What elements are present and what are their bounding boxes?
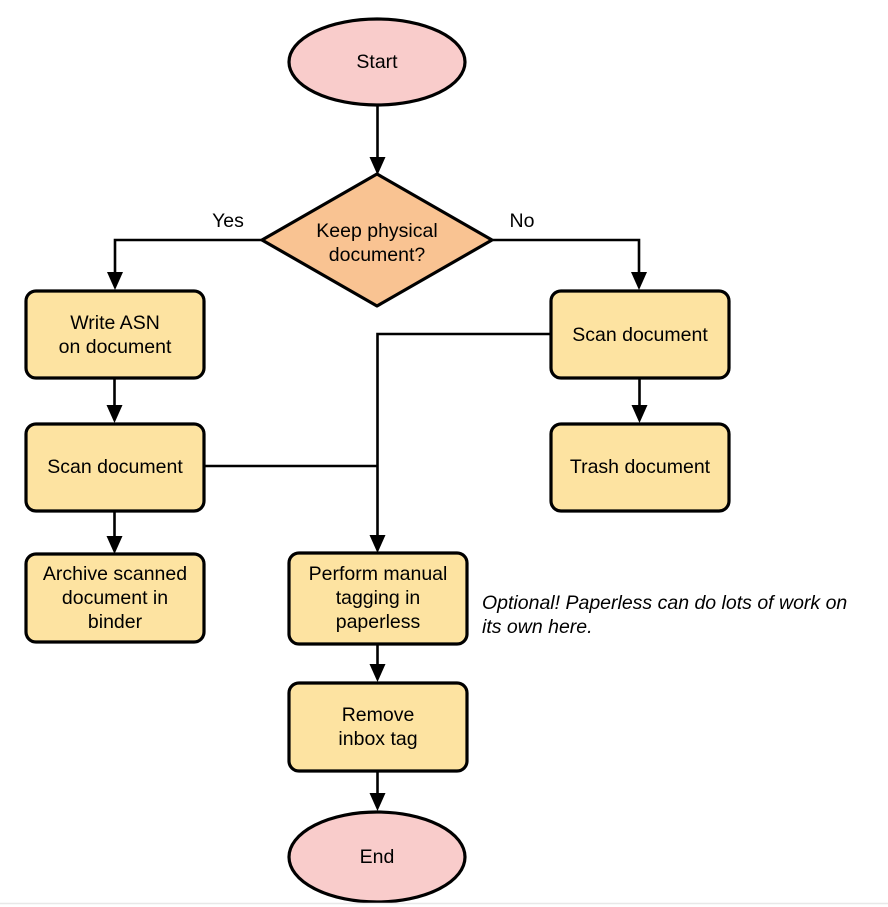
edge-label-no: No	[510, 210, 535, 232]
node-archive-label-line3: binder	[88, 611, 143, 633]
annotation-line1: Optional! Paperless can do lots of work …	[482, 592, 847, 614]
node-trash-document-label: Trash document	[570, 456, 711, 478]
edge-start-to-decision	[369, 104, 386, 175]
edge-writeasn-to-scanleft	[106, 378, 123, 423]
edge-decision-yes	[107, 238, 262, 290]
edge-manualtagging-to-removeinbox	[369, 644, 386, 682]
node-decision-label-line1: Keep physical	[316, 220, 437, 242]
node-scan-document-right[interactable]: Scan document	[549, 289, 731, 380]
annotation-line2: its own here.	[482, 616, 593, 638]
node-write-asn-label-line2: on document	[59, 336, 172, 358]
node-decision-keep-physical-document[interactable]: Keep physical document?	[260, 172, 494, 308]
edge-label-yes: Yes	[212, 210, 244, 232]
annotation-optional-note: Optional! Paperless can do lots of work …	[482, 592, 847, 638]
node-write-asn-label-line1: Write ASN	[70, 312, 160, 334]
edge-decision-no	[493, 238, 647, 290]
node-perform-manual-tagging[interactable]: Perform manual tagging in paperless	[287, 551, 469, 646]
edge-scanleft-to-archive	[106, 511, 123, 554]
node-end[interactable]: End	[287, 810, 467, 904]
node-write-asn-on-document[interactable]: Write ASN on document	[24, 289, 206, 380]
node-end-label: End	[360, 846, 395, 868]
node-decision-label-line2: document?	[329, 244, 426, 266]
edge-scanright-to-trash	[631, 378, 648, 423]
edge-scanright-to-manualtagging	[369, 332, 551, 553]
node-remove-inbox-tag[interactable]: Remove inbox tag	[287, 681, 469, 773]
node-manual-tagging-label-line1: Perform manual	[309, 563, 448, 585]
node-scan-document-right-label: Scan document	[572, 324, 708, 346]
node-scan-document-left[interactable]: Scan document	[24, 422, 206, 513]
node-scan-document-left-label: Scan document	[47, 456, 183, 478]
node-archive-label-line1: Archive scanned	[43, 563, 187, 585]
edge-removeinbox-to-end	[369, 771, 386, 811]
node-manual-tagging-label-line2: tagging in	[336, 587, 421, 609]
node-start[interactable]: Start	[287, 17, 467, 107]
node-trash-document[interactable]: Trash document	[549, 422, 731, 513]
node-remove-inbox-label-line1: Remove	[342, 704, 415, 726]
node-manual-tagging-label-line3: paperless	[336, 611, 421, 633]
node-archive-scanned-document[interactable]: Archive scanned document in binder	[24, 552, 206, 644]
node-start-label: Start	[356, 51, 398, 73]
node-archive-label-line2: document in	[62, 587, 168, 609]
node-remove-inbox-label-line2: inbox tag	[338, 728, 417, 750]
